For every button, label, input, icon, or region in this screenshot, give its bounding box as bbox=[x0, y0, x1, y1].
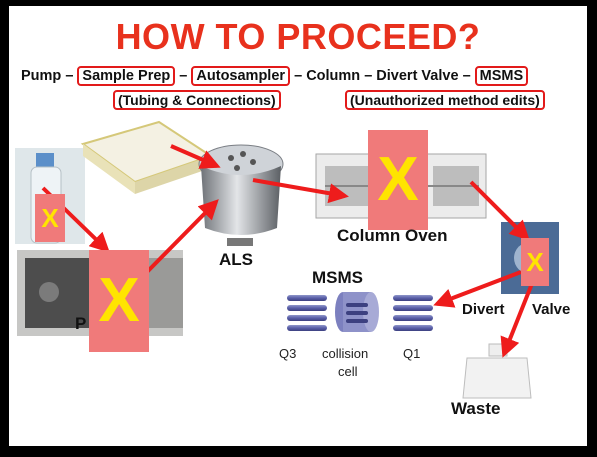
q3-label: Q3 bbox=[279, 346, 297, 361]
collision-label: collision bbox=[322, 346, 369, 361]
diagram-graphics bbox=[15, 120, 559, 399]
q1-label: Q1 bbox=[403, 346, 421, 361]
collision-cell-shape bbox=[335, 292, 379, 332]
sep: – bbox=[179, 68, 188, 84]
subtitle-method-edits: (Unauthorized method edits) bbox=[345, 90, 545, 110]
waste-label: Waste bbox=[451, 399, 501, 418]
column-oven-label: Column Oven bbox=[337, 226, 448, 245]
sep: – bbox=[364, 68, 373, 84]
x-mark-pump: X bbox=[89, 250, 149, 352]
x-mark-bottle: X bbox=[35, 194, 65, 242]
divert-label: Divert bbox=[462, 301, 505, 318]
arrow-pump-to-als bbox=[143, 199, 219, 276]
workflow-pump: Pump bbox=[21, 68, 62, 84]
valve-label: Valve bbox=[532, 301, 571, 318]
flow-arrows bbox=[41, 144, 537, 358]
workflow-column: Column bbox=[306, 68, 361, 84]
als-label: ALS bbox=[219, 250, 253, 269]
workflow-autosampler: Autosampler bbox=[191, 66, 291, 86]
slide: HOW TO PROCEED? Pump – Sample Prep – Aut… bbox=[9, 6, 587, 446]
page-title: HOW TO PROCEED? bbox=[115, 16, 481, 57]
arrow-als-to-oven bbox=[252, 178, 349, 204]
x-mark-column-oven: X bbox=[368, 130, 428, 230]
arrow-valve-to-msms bbox=[433, 270, 522, 308]
arrow-plate-to-als bbox=[170, 144, 221, 169]
q3-quadrupole bbox=[287, 295, 327, 331]
sep: – bbox=[294, 68, 303, 84]
msms-label: MSMS bbox=[312, 268, 363, 287]
x-mark-divert-valve: X bbox=[521, 238, 549, 286]
workflow-row: Pump – Sample Prep – Autosampler – Colum… bbox=[21, 66, 529, 86]
sep: – bbox=[65, 68, 74, 84]
autosampler-image bbox=[198, 144, 284, 246]
microplate-image bbox=[80, 120, 214, 194]
waste-container-image bbox=[462, 343, 532, 399]
q1-quadrupole bbox=[393, 295, 433, 331]
cell-label: cell bbox=[338, 364, 358, 379]
sep: – bbox=[462, 68, 471, 84]
msms-schematic bbox=[287, 292, 433, 332]
pump-label-partial: P bbox=[75, 314, 87, 333]
arrow-oven-to-valve bbox=[469, 180, 530, 241]
subtitle-tubing: (Tubing & Connections) bbox=[113, 90, 281, 110]
workflow-divert-valve: Divert Valve bbox=[376, 68, 459, 84]
workflow-msms: MSMS bbox=[474, 66, 529, 86]
arrow-valve-to-waste bbox=[500, 275, 537, 358]
workflow-sample-prep: Sample Prep bbox=[77, 66, 176, 86]
